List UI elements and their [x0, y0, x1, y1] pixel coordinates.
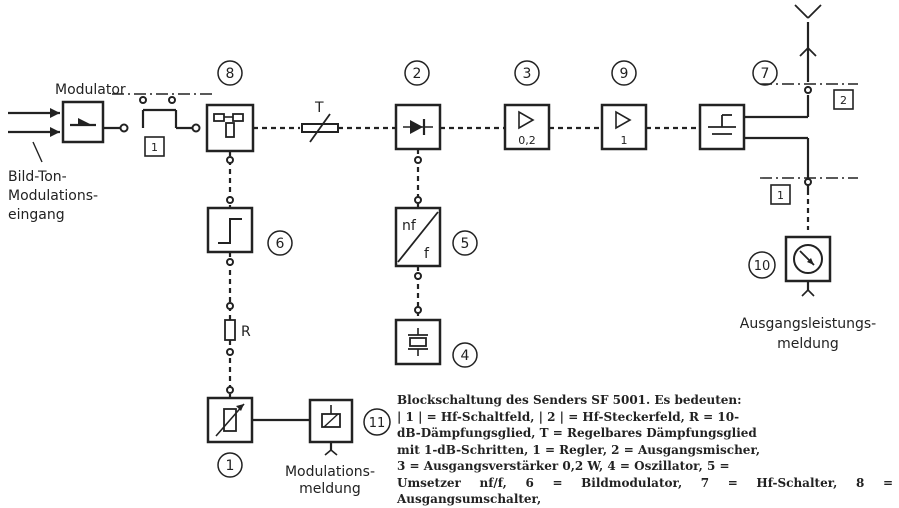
block-8-output-switch [205, 103, 255, 153]
block-7-hf-switch [698, 103, 746, 151]
modulator-label: Modulator [55, 82, 126, 98]
circle-9 [611, 60, 637, 86]
label-f: f [424, 246, 430, 262]
block-1-regulator [206, 396, 254, 444]
output-label-line2: meldung [777, 336, 839, 352]
amp-3-value: 0,2 [518, 134, 536, 147]
block-6-image-modulator [206, 206, 254, 254]
circle-7 [752, 60, 778, 86]
amp-9-value: 1 [621, 134, 628, 147]
switch-field-1-top-number: 1 [151, 141, 158, 154]
wire-7-to-meter [744, 136, 858, 230]
wire-8-to-2 [253, 113, 396, 143]
wire-2-to-5 [414, 149, 422, 208]
output-label-line1: Ausgangsleistungs- [740, 316, 876, 332]
caption-line-4: mit 1-dB-Schritten, 1 = Regler, 2 = Ausg… [397, 442, 761, 457]
circle-8 [217, 60, 243, 86]
circle-6 [267, 230, 293, 256]
wire-8-to-6 [226, 151, 234, 208]
input-arrows [8, 108, 60, 163]
antenna-output [744, 4, 858, 119]
block-5-converter [394, 206, 442, 268]
block-11-modulation-monitor [308, 398, 354, 456]
circle-5-number: 5 [461, 236, 470, 252]
switch-field-1-right-number: 1 [777, 189, 784, 202]
circle-1 [217, 452, 243, 478]
block-2-output-mixer [394, 103, 442, 151]
label-R: R [241, 324, 251, 340]
circle-11 [363, 408, 391, 436]
circle-3 [514, 60, 540, 86]
block-9-amplifier [600, 103, 648, 151]
caption-line-2: | 1 | = Hf-Schaltfeld, | 2 | = Hf-Stecke… [397, 409, 740, 424]
circle-11-number: 11 [369, 416, 386, 431]
circle-5 [452, 230, 478, 256]
input-label-line3: eingang [8, 207, 65, 223]
modulator-block [61, 100, 105, 144]
mod-label-line2: meldung [299, 481, 361, 497]
circle-8-number: 8 [226, 66, 235, 82]
caption-line-6: Umsetzer nf/f, 6 = Bildmodulator, 7 = Hf… [397, 475, 893, 507]
block-4-oscillator [394, 318, 442, 366]
caption-line-1: Blockschaltung des Senders SF 5001. Es b… [397, 393, 742, 407]
circle-9-number: 9 [620, 66, 629, 82]
label-nf: nf [402, 218, 417, 234]
input-label-line1: Bild-Ton- [8, 169, 67, 185]
circle-6-number: 6 [276, 236, 285, 252]
wire-5-to-4 [414, 266, 422, 320]
caption-line-5: 3 = Ausgangsverstärker 0,2 W, 4 = Oszill… [397, 459, 730, 473]
block-10-power-meter [784, 235, 832, 297]
circle-10 [748, 251, 776, 279]
input-label-line2: Modulations- [8, 188, 98, 204]
circle-10-number: 10 [754, 259, 771, 274]
circle-2 [404, 60, 430, 86]
circle-4 [452, 342, 478, 368]
label-T: T [314, 100, 324, 116]
caption-line-3: dB-Dämpfungsglied, T = Regelbares Dämpfu… [397, 426, 757, 440]
figure-caption: Blockschaltung des Senders SF 5001. Es b… [397, 392, 893, 506]
switch-field-1-top [103, 93, 212, 157]
circle-4-number: 4 [461, 348, 470, 364]
circle-3-number: 3 [523, 66, 532, 82]
mod-label-line1: Modulations- [285, 464, 375, 480]
wire-6-to-R [224, 252, 236, 398]
circle-1-number: 1 [226, 458, 235, 474]
circle-7-number: 7 [761, 66, 770, 82]
plug-field-2-number: 2 [840, 94, 847, 107]
block-3-output-amplifier [503, 103, 551, 151]
circle-2-number: 2 [413, 66, 422, 82]
block-diagram: Bild-Ton- Modulations- eingang Modulator… [8, 4, 876, 497]
